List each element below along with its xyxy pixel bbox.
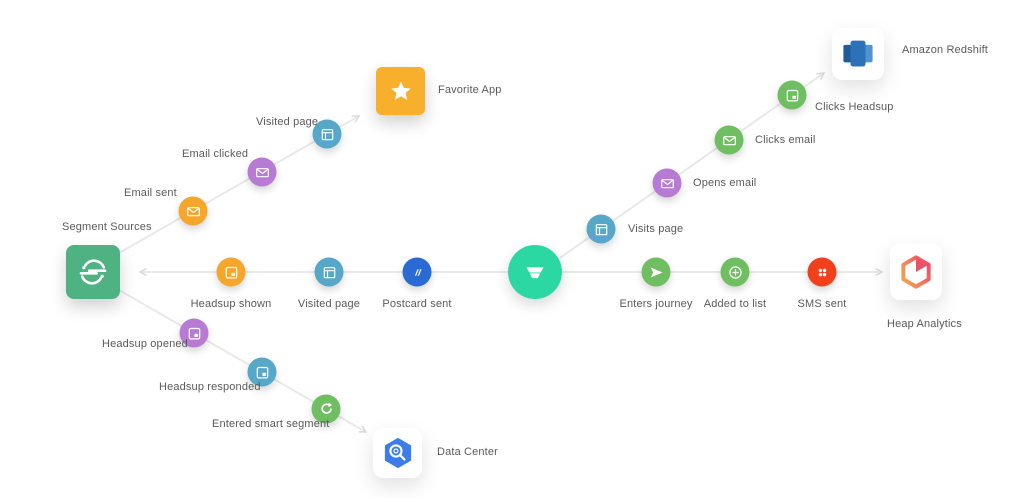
favorite-app-tile xyxy=(376,67,425,115)
clicks-email-label: Clicks email xyxy=(755,134,816,146)
sms-sent-label: SMS sent xyxy=(797,298,847,310)
double-slash-icon xyxy=(409,264,425,280)
browser-window-icon xyxy=(321,264,337,280)
headsup-popup-icon xyxy=(784,87,800,103)
postcard-sent-node xyxy=(402,257,432,287)
redshift-database-icon xyxy=(843,40,873,67)
data-center-label: Data Center xyxy=(437,446,498,458)
browser-window-icon xyxy=(593,221,609,237)
visits-page-label: Visits page xyxy=(628,223,684,235)
envelope-icon xyxy=(721,132,737,148)
headsup-responded-node xyxy=(247,357,277,387)
headsup-shown-label: Headsup shown xyxy=(190,298,272,310)
segment-sources-tile xyxy=(66,245,120,299)
opens-email-node xyxy=(652,168,682,198)
headsup-opened-node xyxy=(179,318,209,348)
visited-page-mid-label: Visited page xyxy=(297,298,361,310)
added-to-list-label: Added to list xyxy=(703,298,767,310)
headsup-popup-icon xyxy=(223,264,239,280)
entered-smart-segment-node xyxy=(311,394,341,424)
twilio-dots-icon xyxy=(814,264,830,280)
headsup-popup-icon xyxy=(186,325,202,341)
envelope-icon xyxy=(254,164,270,180)
sms-sent-node xyxy=(807,257,837,287)
hub-node xyxy=(508,245,562,299)
bigquery-lens-icon xyxy=(384,437,411,469)
segment-logo-icon xyxy=(79,259,107,285)
email-clicked-label: Email clicked xyxy=(182,148,249,160)
opens-email-label: Opens email xyxy=(693,177,757,189)
hub-funnel-icon xyxy=(526,267,544,279)
postcard-sent-label: Postcard sent xyxy=(382,298,452,310)
visits-page-node xyxy=(586,214,616,244)
paper-plane-icon xyxy=(648,264,664,280)
plus-circle-icon xyxy=(727,264,743,280)
envelope-icon xyxy=(659,175,675,191)
email-sent-node xyxy=(178,196,208,226)
envelope-icon xyxy=(185,203,201,219)
entered-smart-segment-label: Entered smart segment xyxy=(212,418,330,430)
clicks-headsup-label: Clicks Headsup xyxy=(815,101,894,113)
browser-window-icon xyxy=(319,126,335,142)
headsup-responded-label: Headsup responded xyxy=(159,381,261,393)
enters-journey-node xyxy=(641,257,671,287)
heap-analytics-label: Heap Analytics xyxy=(887,318,962,330)
headsup-opened-label: Headsup opened xyxy=(102,338,188,350)
visited-page-mid-node xyxy=(314,257,344,287)
clicks-email-node xyxy=(714,125,744,155)
star-icon xyxy=(390,81,411,100)
favorite-app-label: Favorite App xyxy=(438,84,502,96)
email-sent-label: Email sent xyxy=(124,187,177,199)
refresh-icon xyxy=(318,401,334,417)
data-center-tile xyxy=(373,428,422,478)
enters-journey-label: Enters journey xyxy=(619,298,693,310)
headsup-shown-node xyxy=(216,257,246,287)
email-clicked-node xyxy=(247,157,277,187)
amazon-redshift-label: Amazon Redshift xyxy=(902,44,989,56)
headsup-popup-icon xyxy=(254,364,270,380)
visited-page-top-node xyxy=(312,119,342,149)
clicks-headsup-node xyxy=(777,80,807,110)
heap-analytics-tile xyxy=(890,243,942,300)
added-to-list-node xyxy=(720,257,750,287)
visited-page-top-label: Visited page xyxy=(256,116,319,128)
segment-sources-label: Segment Sources xyxy=(62,221,152,233)
heap-hexagon-icon xyxy=(901,254,931,289)
amazon-redshift-tile xyxy=(832,28,884,80)
